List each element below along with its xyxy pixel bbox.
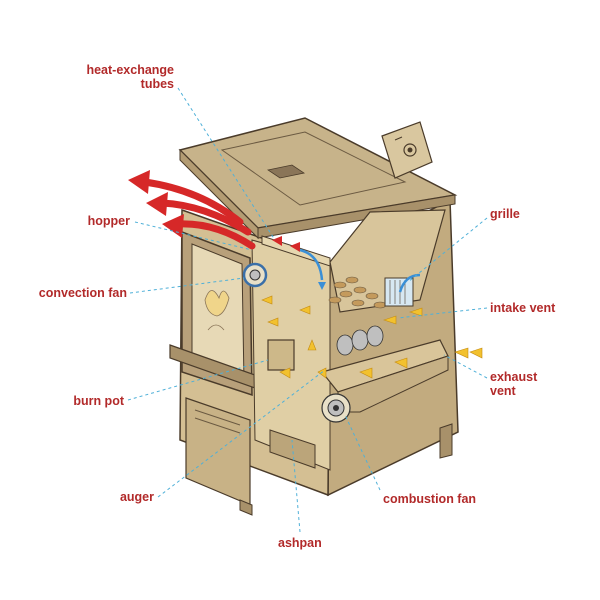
blue-arrow: [299, 248, 421, 293]
stove-top-left-edge: [179, 148, 259, 240]
red-curved-arrow: [141, 178, 256, 250]
leader-hopper: [134, 221, 253, 251]
lid-slot: [266, 164, 306, 179]
leader-heat-exchange-tubes: [177, 87, 276, 241]
leader-burn-pot: [127, 359, 269, 401]
label-exhaust-vent: exhaust vent: [490, 370, 538, 398]
burn-pot: [267, 339, 295, 371]
label-combustion-fan: combustion fan: [383, 492, 477, 506]
ashpan: [269, 429, 316, 469]
yellow-arrow: [261, 295, 483, 379]
leader-combustion-fan: [344, 414, 381, 491]
label-heat-exchange-tubes: heat-exchange tubes: [86, 63, 174, 91]
label-ashpan: ashpan: [278, 536, 322, 550]
stove-leg-right: [439, 423, 453, 459]
control-panel: [381, 121, 433, 179]
leader-lines: [127, 87, 488, 533]
leader-intake-vent: [397, 307, 488, 319]
control-dial: [403, 143, 417, 157]
label-hopper: hopper: [87, 214, 130, 228]
auger-coil: [336, 325, 384, 356]
label-convection-fan: convection fan: [38, 286, 127, 300]
leader-exhaust-vent: [443, 354, 488, 379]
hopper: [329, 209, 446, 313]
label-intake-vent: intake vent: [490, 301, 556, 315]
leader-auger: [157, 369, 326, 498]
leader-convection-fan: [129, 277, 245, 294]
pellets: [328, 276, 387, 309]
label-auger: auger: [119, 490, 154, 504]
label-burn-pot: burn pot: [73, 394, 124, 408]
leader-grille: [407, 217, 488, 283]
grille-box: [384, 277, 414, 307]
lid-panel: [220, 131, 407, 206]
label-grille: grille: [490, 207, 520, 221]
stove-leg-front: [239, 499, 253, 516]
